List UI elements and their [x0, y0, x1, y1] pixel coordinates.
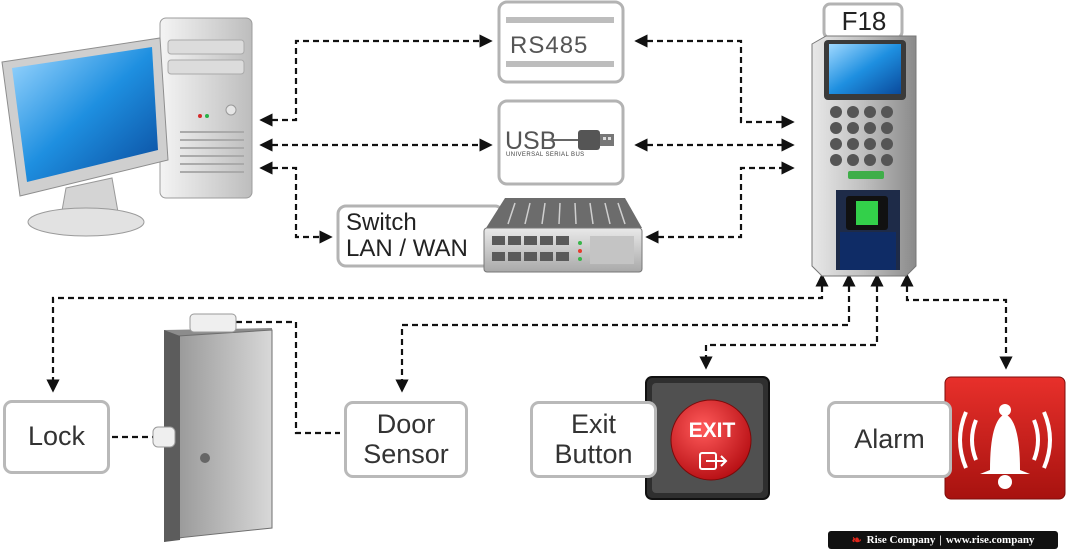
door-sensor-line2: Sensor [363, 438, 449, 469]
connector-terminal-door-sensor [395, 273, 856, 393]
connector-pc-rs485 [259, 34, 493, 127]
exit-button-icon [645, 376, 770, 500]
lock-label-text: Lock [27, 421, 86, 452]
rise-logo-icon: ❧ [851, 532, 862, 547]
connector-door-sensor-wire [236, 320, 340, 435]
network-switch-icon [483, 198, 643, 273]
footer-url: www.rise.company [945, 534, 1035, 546]
switch-label: Switch LAN / WAN [346, 210, 468, 262]
footer-brand-name: Rise Company [866, 534, 936, 546]
footer-brand: ❧ Rise Company | www.rise.company [828, 531, 1058, 549]
door-sensor-line1: Door [376, 409, 436, 440]
exit-button-label: Exit Button [530, 401, 657, 478]
connector-terminal-alarm [900, 273, 1013, 370]
door-sensor-label: Door Sensor [344, 401, 468, 478]
door-icon [152, 313, 273, 542]
rs485-module-icon [497, 0, 625, 84]
connector-rs485-terminal [634, 34, 795, 129]
switch-label-line1: Switch [346, 209, 417, 236]
connector-pc-switch [259, 161, 333, 244]
footer-separator: | [939, 534, 942, 546]
connector-lines [46, 34, 1013, 439]
lock-label: Lock [3, 400, 110, 474]
desktop-computer-icon [1, 17, 253, 237]
switch-label-line2: LAN / WAN [346, 234, 468, 262]
terminal-model-label: F18 [841, 6, 887, 36]
usb-cable-icon: USB [497, 99, 625, 186]
exit-button-line2: Button [554, 438, 633, 469]
connector-switch-terminal [645, 161, 795, 244]
alarm-label: Alarm [827, 401, 952, 478]
rs485-label: RS485 [510, 32, 589, 59]
alarm-label-text: Alarm [854, 423, 925, 454]
exit-button-line1: Exit [570, 409, 616, 440]
exit-sign-text: EXIT [688, 419, 736, 442]
usb-subtitle: UNIVERSAL SERIAL BUS [506, 152, 585, 158]
fingerprint-terminal-icon [811, 2, 917, 277]
alarm-bell-icon [944, 376, 1066, 500]
connector-terminal-exit-button [699, 273, 884, 370]
